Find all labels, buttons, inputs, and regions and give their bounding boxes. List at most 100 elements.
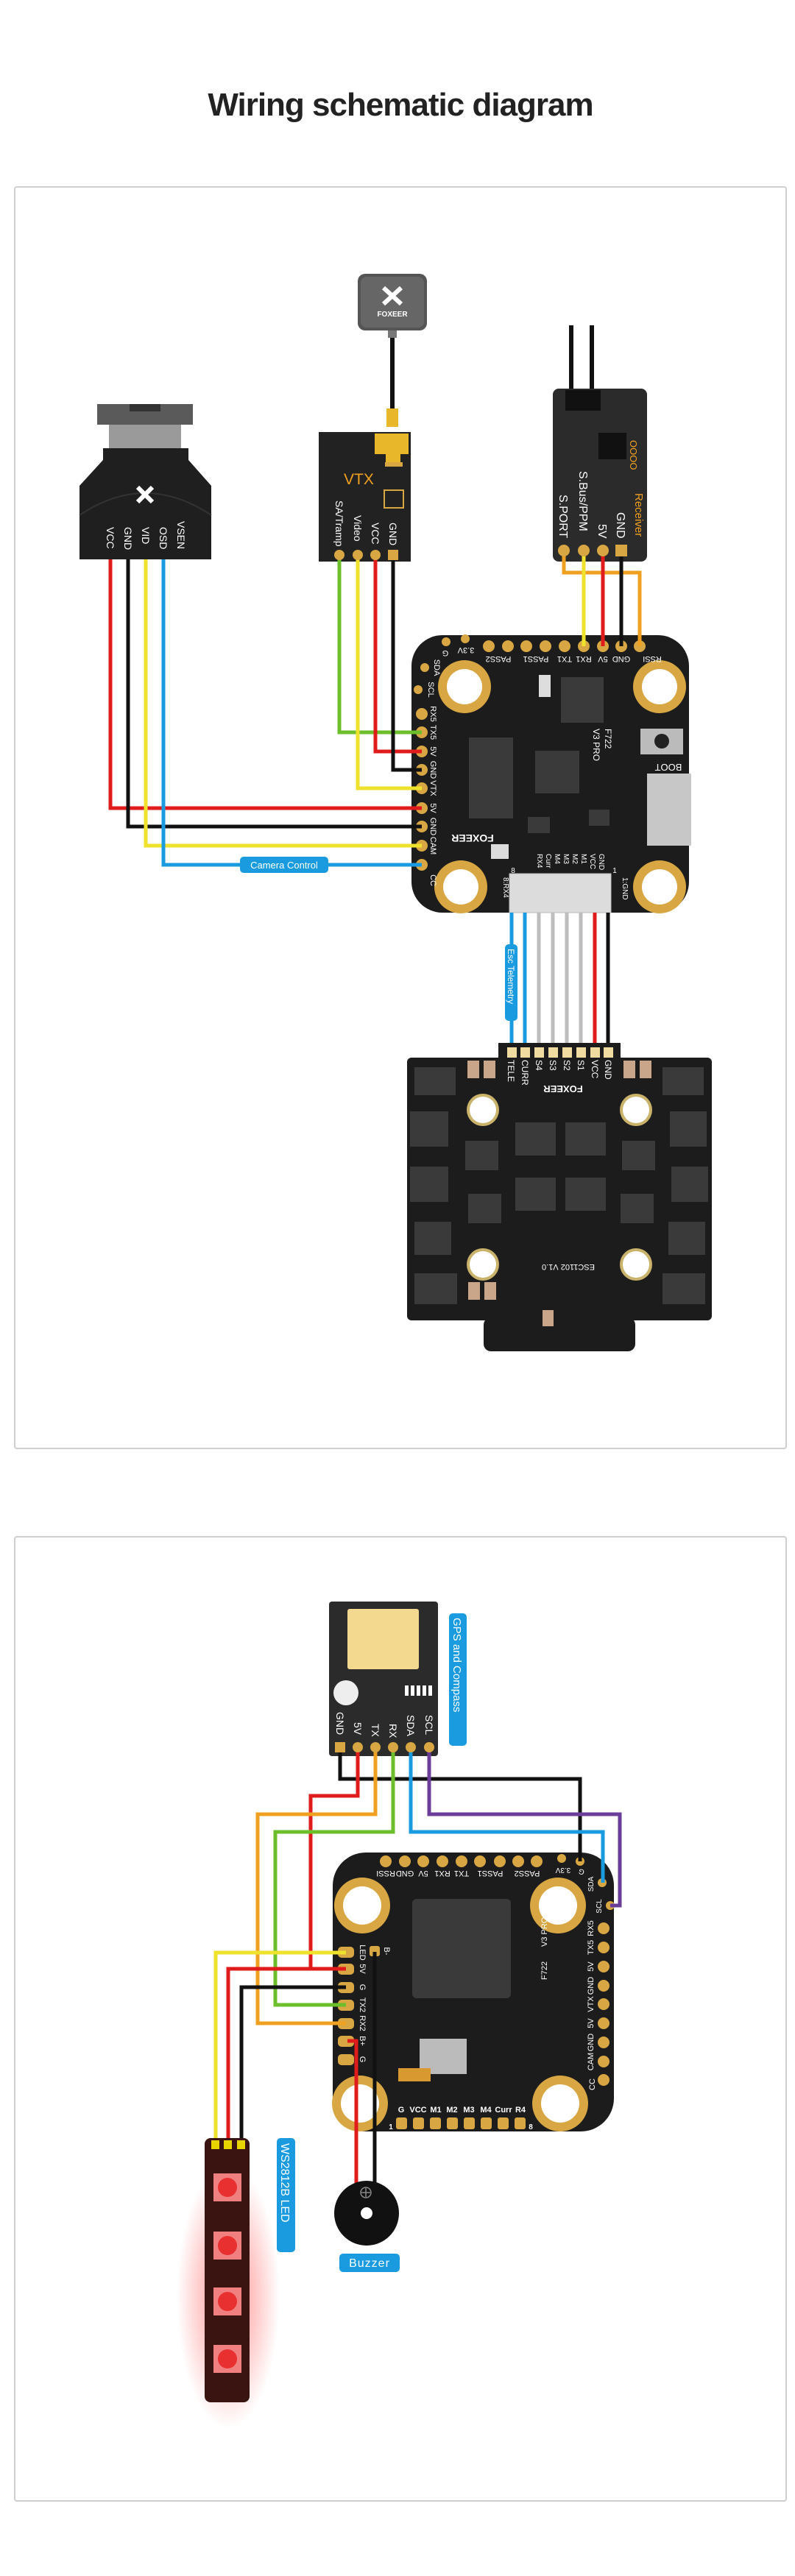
fc-pad-label: GND	[428, 818, 437, 836]
vtx-pin-label: GND	[387, 523, 399, 545]
fc-pad-label: RX5	[428, 706, 437, 721]
camera-pin-label: VCC	[105, 527, 116, 549]
wire-led-gnd	[239, 1985, 346, 2144]
wire-gps-gnd	[338, 1747, 582, 1861]
fc-pad-label: VCC	[588, 854, 596, 869]
page-title: Wiring schematic diagram	[208, 87, 593, 123]
esc-connector	[509, 873, 612, 913]
esc-model-label: ESC1102 V1.0	[542, 1262, 595, 1271]
fpv-camera: VCC GND VID OSD VSEN	[79, 404, 212, 559]
fc-pad-label: VCC	[409, 2106, 426, 2115]
fc-pad-label: M4	[480, 2106, 492, 2115]
camera-pin-label: VID	[140, 527, 152, 544]
fc-pad-label: VTX	[428, 780, 437, 796]
gps-pin-label: RX	[387, 1724, 399, 1738]
fc-model-label: V3 PRO	[540, 1917, 549, 1947]
svg-text:Esc Telemetry: Esc Telemetry	[506, 949, 516, 1004]
connector-pin-number: 8	[511, 867, 515, 875]
fc-pad-label: B+	[358, 2036, 367, 2046]
fc-pad-label: TX1	[557, 654, 572, 663]
gps-compass-tag: GPS and Compass	[449, 1613, 467, 1746]
connector-end-label: 8:RX4	[501, 877, 509, 898]
fc-pad-label: GND	[396, 1869, 414, 1878]
fc-top-pads	[380, 1854, 615, 1910]
fc-pad-label: 5V	[428, 746, 437, 757]
fc-pad-label: SCL	[426, 682, 435, 697]
pad-number: 1	[389, 2123, 393, 2131]
vtx-pin-label: VCC	[370, 523, 381, 545]
receiver-pin-label: S.PORT	[556, 495, 569, 539]
antenna: FOXEER	[358, 274, 427, 427]
vtx-module: VTX SA/Tramp Video VCC GND	[319, 432, 411, 562]
fc-pad-label: RSSI	[643, 654, 662, 663]
fc-pad-label: TX1	[454, 1869, 469, 1878]
fc-pad-label: 3.3V	[555, 1866, 570, 1874]
camera-pin-label: OSD	[158, 527, 169, 549]
camera-pin-label: VSEN	[175, 521, 187, 549]
fc-pad-label: 5V	[418, 1869, 428, 1878]
fc-pad-label: SCL	[596, 1899, 604, 1914]
gps-pin-label: TX	[370, 1724, 381, 1738]
fc-pad-label: VTX	[587, 1996, 596, 2012]
ws2812b-led-strip	[177, 2138, 280, 2429]
led-icon	[213, 2232, 241, 2260]
pad-number: 8	[529, 2123, 533, 2131]
flight-controller-board: BOOT F722 V3 PRO FOXEER G 3.3V PASS2 PAS…	[411, 634, 691, 913]
esc-pad-label: S3	[548, 1060, 558, 1071]
wire-gps-scl	[427, 1747, 622, 1908]
wires-panel-1	[108, 551, 642, 1049]
esc-telemetry-tag: Esc Telemetry	[505, 944, 517, 1021]
boot-label: BOOT	[655, 762, 682, 773]
esc-brand-label: FOXEER	[543, 1083, 583, 1094]
wire-camera-osd	[161, 559, 422, 867]
esc-board: TELE CURR S4 S3 S2 S1 VCC GND FOXEER ESC…	[407, 1043, 712, 1351]
esc-pad-label: S2	[562, 1060, 572, 1071]
fc-pad-label: Curr	[544, 854, 552, 868]
receiver-pin-label: 5V	[596, 524, 608, 539]
fc-pad-label: TX5	[428, 725, 437, 740]
wire-camera-vcc	[108, 559, 422, 810]
gps-pin-label: SCL	[423, 1715, 435, 1735]
foxeer-logo-icon	[135, 485, 155, 504]
fc-pad-label: PASS2	[486, 654, 512, 663]
svg-text:GPS and Compass: GPS and Compass	[451, 1618, 463, 1712]
fc-bottom-pads	[396, 2117, 526, 2129]
fc-pad-label: RX2	[358, 2015, 367, 2031]
fc-left-pads	[414, 663, 429, 871]
fc-pad-label: 3.3V	[457, 645, 474, 654]
antenna-brand: FOXEER	[377, 311, 408, 319]
wire-gps-rx	[273, 1747, 395, 2007]
vtx-pin-label: SA/Tramp	[333, 500, 345, 547]
fc-pad-label: M3	[562, 854, 570, 864]
receiver-marking: OOOO	[628, 440, 639, 470]
fc-pad-label: B-	[382, 1947, 391, 1956]
receiver-module: OOOO Receiver S.PORT S.Bus/PPM 5V GND	[553, 325, 647, 562]
buzzer	[334, 2181, 399, 2246]
receiver-pin-label: S.Bus/PPM	[576, 471, 589, 531]
flight-controller-board: F722 V3 PRO RSSI GND 5V RX1 TX1 PASS1 PA…	[332, 1853, 615, 2131]
esc-pad-label: TELE	[506, 1060, 516, 1082]
ws2812b-led-tag: WS2812B LED	[277, 2138, 295, 2252]
fc-pad-label: M2	[570, 854, 579, 864]
vtx-pin-label: Video	[352, 515, 364, 542]
fc-pad-label: 5V	[587, 2018, 596, 2028]
connector-end-label: 1:GND	[621, 877, 629, 900]
led-icon	[213, 2287, 241, 2315]
fc-pad-label: RX1	[434, 1869, 450, 1878]
svg-text:Buzzer: Buzzer	[349, 2257, 390, 2270]
fc-pad-label: TX5	[587, 1940, 596, 1955]
fc-pad-label: GND	[587, 1977, 596, 1995]
wire-camera-vid	[144, 559, 422, 848]
gps-pin-label: 5V	[352, 1722, 364, 1735]
wire-buzzer-positive	[347, 2039, 358, 2184]
wire-gps-sda	[409, 1747, 605, 1883]
fc-pad-label: GND	[612, 654, 631, 663]
fc-pad-label: TX2	[358, 1998, 367, 2012]
esc-pad-label: GND	[603, 1060, 613, 1080]
buzzer-tag: Buzzer	[339, 2254, 400, 2272]
fc-pad-label: CC	[588, 2078, 597, 2090]
fc-pad-label: PASS1	[523, 654, 549, 663]
fc-pad-label: Curr	[495, 2106, 512, 2115]
plus-icon	[360, 2187, 372, 2198]
esc-pad-label: S1	[576, 1060, 586, 1071]
